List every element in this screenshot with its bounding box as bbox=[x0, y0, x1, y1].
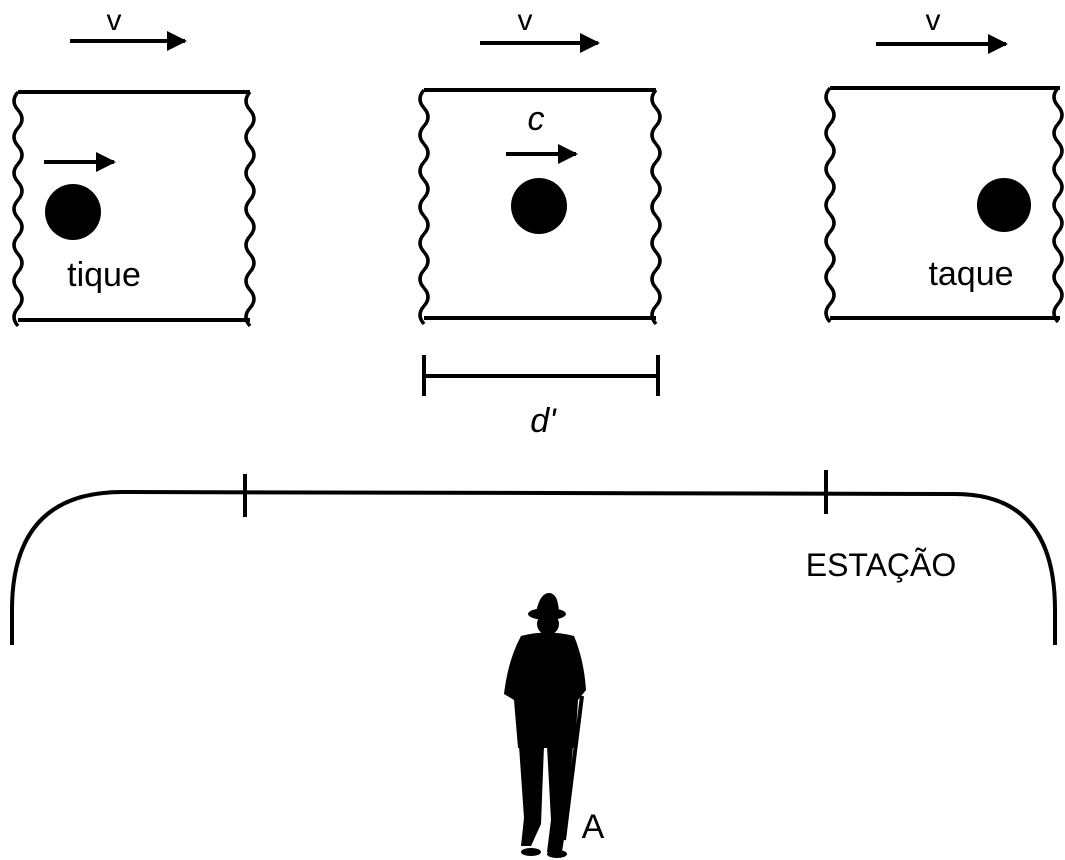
train-car-left bbox=[12, 90, 256, 328]
tick-label: tique bbox=[67, 256, 141, 294]
velocity-label-middle: v bbox=[518, 4, 533, 37]
wavy-edge-right bbox=[1052, 86, 1064, 324]
wavy-edge-left bbox=[418, 88, 430, 326]
tack-label: taque bbox=[928, 255, 1013, 293]
wavy-edge-right bbox=[650, 88, 662, 326]
wavy-edge-right bbox=[244, 90, 256, 328]
distance-bracket bbox=[422, 355, 660, 396]
wavy-edge-left bbox=[12, 90, 24, 328]
light-speed-label: c bbox=[528, 100, 545, 138]
train-car-middle bbox=[418, 88, 662, 326]
observer-label: A bbox=[582, 808, 605, 846]
velocity-label-left: v bbox=[107, 4, 122, 37]
velocity-label-right: v bbox=[926, 4, 941, 37]
station-platform bbox=[10, 470, 1057, 645]
photon-dot-middle bbox=[511, 178, 567, 234]
distance-label: d' bbox=[530, 402, 557, 440]
photon-dot-right bbox=[977, 178, 1031, 232]
station-label: ESTAÇÃO bbox=[806, 547, 957, 583]
photon-dot-left bbox=[45, 184, 101, 240]
wavy-edge-left bbox=[824, 86, 836, 324]
observer-figure bbox=[504, 593, 586, 858]
train-car-right bbox=[824, 86, 1064, 324]
